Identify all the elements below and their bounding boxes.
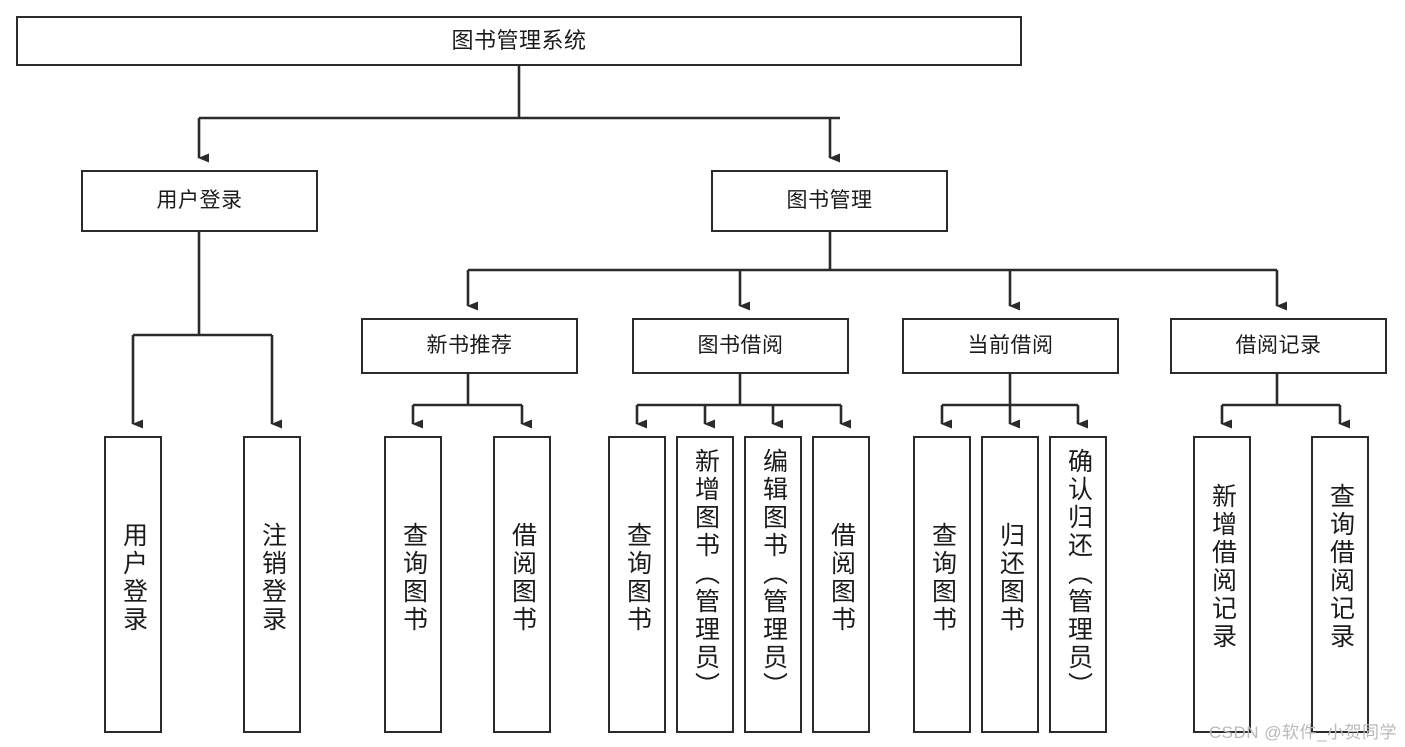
node-label: 用户登录 — [119, 522, 148, 634]
leaf-current-confirm-return-admin[interactable]: 确认归还（管理员） — [1049, 436, 1107, 733]
node-label: 图书借阅 — [697, 333, 784, 357]
node-label: 新增图书（管理员） — [691, 448, 720, 700]
node-label: 新书推荐 — [426, 333, 513, 357]
node-label: 图书管理 — [786, 188, 873, 212]
leaf-recommend-borrow-book[interactable]: 借阅图书 — [493, 436, 551, 733]
node-label: 查询借阅记录 — [1326, 483, 1355, 651]
node-label: 查询图书 — [399, 522, 428, 634]
leaf-borrow-edit-book-admin[interactable]: 编辑图书（管理员） — [744, 436, 802, 733]
node-label: 查询图书 — [928, 522, 957, 634]
leaf-borrow-query-book[interactable]: 查询图书 — [608, 436, 666, 733]
node-label: 注销登录 — [258, 522, 287, 634]
node-label: 图书管理系统 — [451, 28, 587, 54]
node-current-borrow[interactable]: 当前借阅 — [902, 318, 1119, 374]
node-label: 用户登录 — [156, 188, 243, 212]
node-borrow-record[interactable]: 借阅记录 — [1170, 318, 1387, 374]
node-label: 编辑图书（管理员） — [759, 448, 788, 700]
node-label: 确认归还（管理员） — [1064, 448, 1093, 700]
leaf-borrow-borrow-book[interactable]: 借阅图书 — [812, 436, 870, 733]
node-new-book-recommend[interactable]: 新书推荐 — [361, 318, 578, 374]
leaf-borrow-add-book-admin[interactable]: 新增图书（管理员） — [676, 436, 734, 733]
leaf-current-return-book[interactable]: 归还图书 — [981, 436, 1039, 733]
leaf-record-query-record[interactable]: 查询借阅记录 — [1311, 436, 1369, 733]
node-label: 借阅图书 — [827, 522, 856, 634]
node-book-management[interactable]: 图书管理 — [711, 170, 948, 232]
node-label: 当前借阅 — [967, 333, 1054, 357]
node-book-borrow[interactable]: 图书借阅 — [632, 318, 849, 374]
leaf-current-query-book[interactable]: 查询图书 — [913, 436, 971, 733]
watermark-text: CSDN @软件_小贺同学 — [1208, 723, 1397, 742]
node-user-login[interactable]: 用户登录 — [81, 170, 318, 232]
node-label: 查询图书 — [623, 522, 652, 634]
leaf-recommend-query-book[interactable]: 查询图书 — [384, 436, 442, 733]
node-label: 新增借阅记录 — [1208, 483, 1237, 651]
node-label: 借阅记录 — [1235, 333, 1322, 357]
node-root-book-management-system[interactable]: 图书管理系统 — [16, 16, 1022, 66]
node-label: 归还图书 — [996, 522, 1025, 634]
leaf-user-login-logout[interactable]: 注销登录 — [243, 436, 301, 733]
leaf-user-login-login[interactable]: 用户登录 — [104, 436, 162, 733]
leaf-record-add-record[interactable]: 新增借阅记录 — [1193, 436, 1251, 733]
node-label: 借阅图书 — [508, 522, 537, 634]
